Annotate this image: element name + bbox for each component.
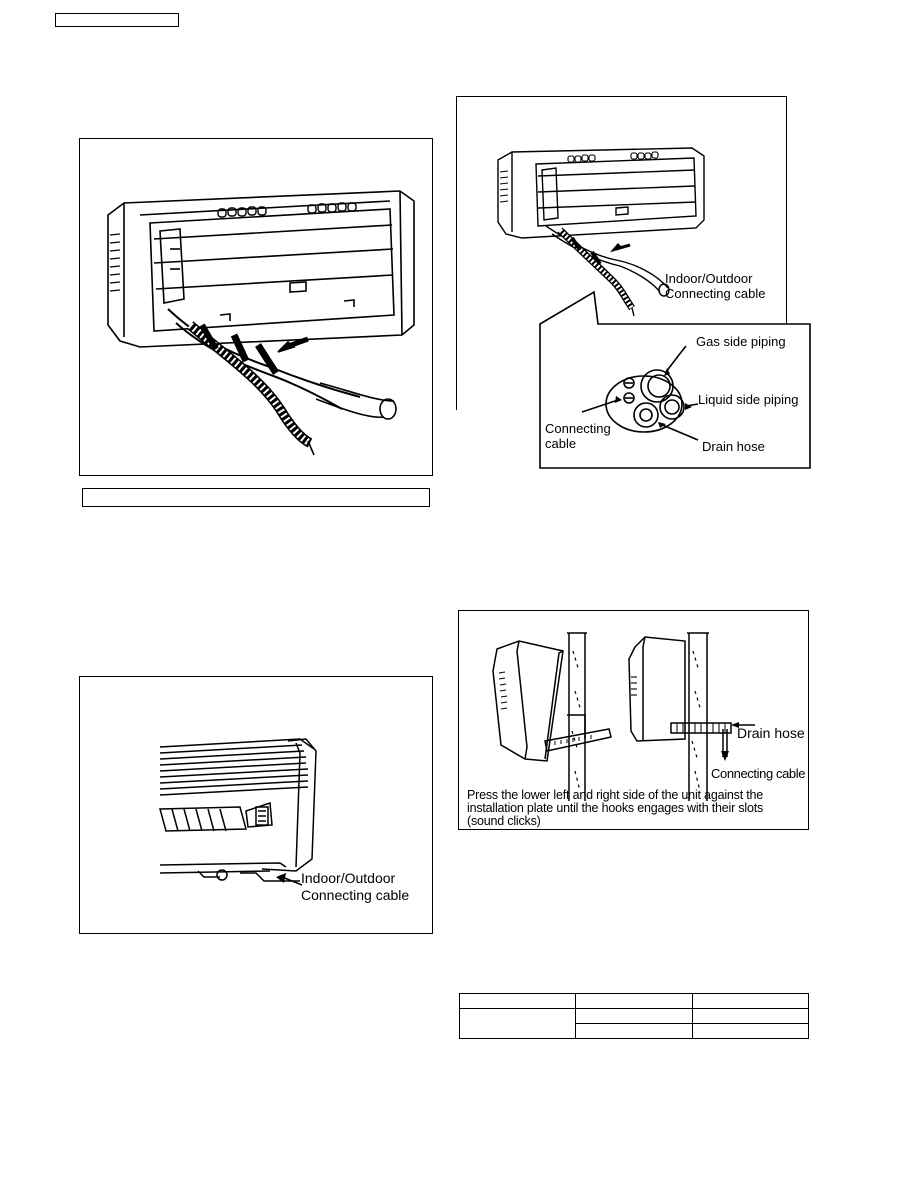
connecting-cable-label: Connecting cable [711,766,806,781]
cable-label-bottom-line2: Connecting cable [301,887,410,903]
table-row [458,993,810,1009]
piping-inset-frame [539,290,811,469]
table-cell [691,1008,810,1024]
header-box [55,13,179,27]
cable-label-top-right: Indoor/Outdoor Connecting cable [665,271,765,301]
drain-hose-label: Drain hose [737,725,805,741]
table-row [458,1008,810,1039]
liquid-side-piping-label: Liquid side piping [698,392,799,407]
gas-side-piping-label: Gas side piping [696,334,786,349]
instruction-line1: Press the lower left and right side of t… [467,788,764,802]
drain-hose-inset-label: Drain hose [702,439,765,454]
figure-unit-back-hoses [79,138,433,476]
cable-label-line1: Indoor/Outdoor [665,271,753,286]
cable-label-bottom-line1: Indoor/Outdoor [301,870,396,886]
table-cell [575,1023,693,1039]
spec-table [458,993,810,1039]
inset-connecting-line1: Connecting [545,421,611,436]
unit-front-cable-illustration [159,738,317,886]
figure-unit-front-cable: Indoor/Outdoor Connecting cable [79,676,433,934]
inset-connecting-line2: cable [545,436,577,451]
unit-back-cable-illustration [497,147,705,317]
cable-label-line2: Connecting cable [665,286,766,301]
unit-back-hoses-illustration [107,190,415,456]
figure-mounting-side-view: Drain hose Connecting cable Press the lo… [458,610,809,830]
table-cell [575,1008,693,1024]
table-cell [458,993,577,1009]
mounting-instruction: Press the lower left and right side of t… [467,789,763,828]
table-cell [691,993,810,1009]
cable-label-bottom-left: Indoor/Outdoor Connecting cable [301,870,409,904]
table-cell [575,993,693,1009]
caption-bar [82,488,430,507]
table-cell [691,1023,810,1039]
mounting-side-view-illustration [492,632,755,801]
instruction-line2: installation plate until the hooks engag… [467,801,764,815]
instruction-line3: (sound clicks) [467,814,541,828]
table-cell-merged [458,1008,577,1039]
inset-connecting-cable-label: Connecting cable [545,421,611,451]
table-row [460,1023,810,1039]
